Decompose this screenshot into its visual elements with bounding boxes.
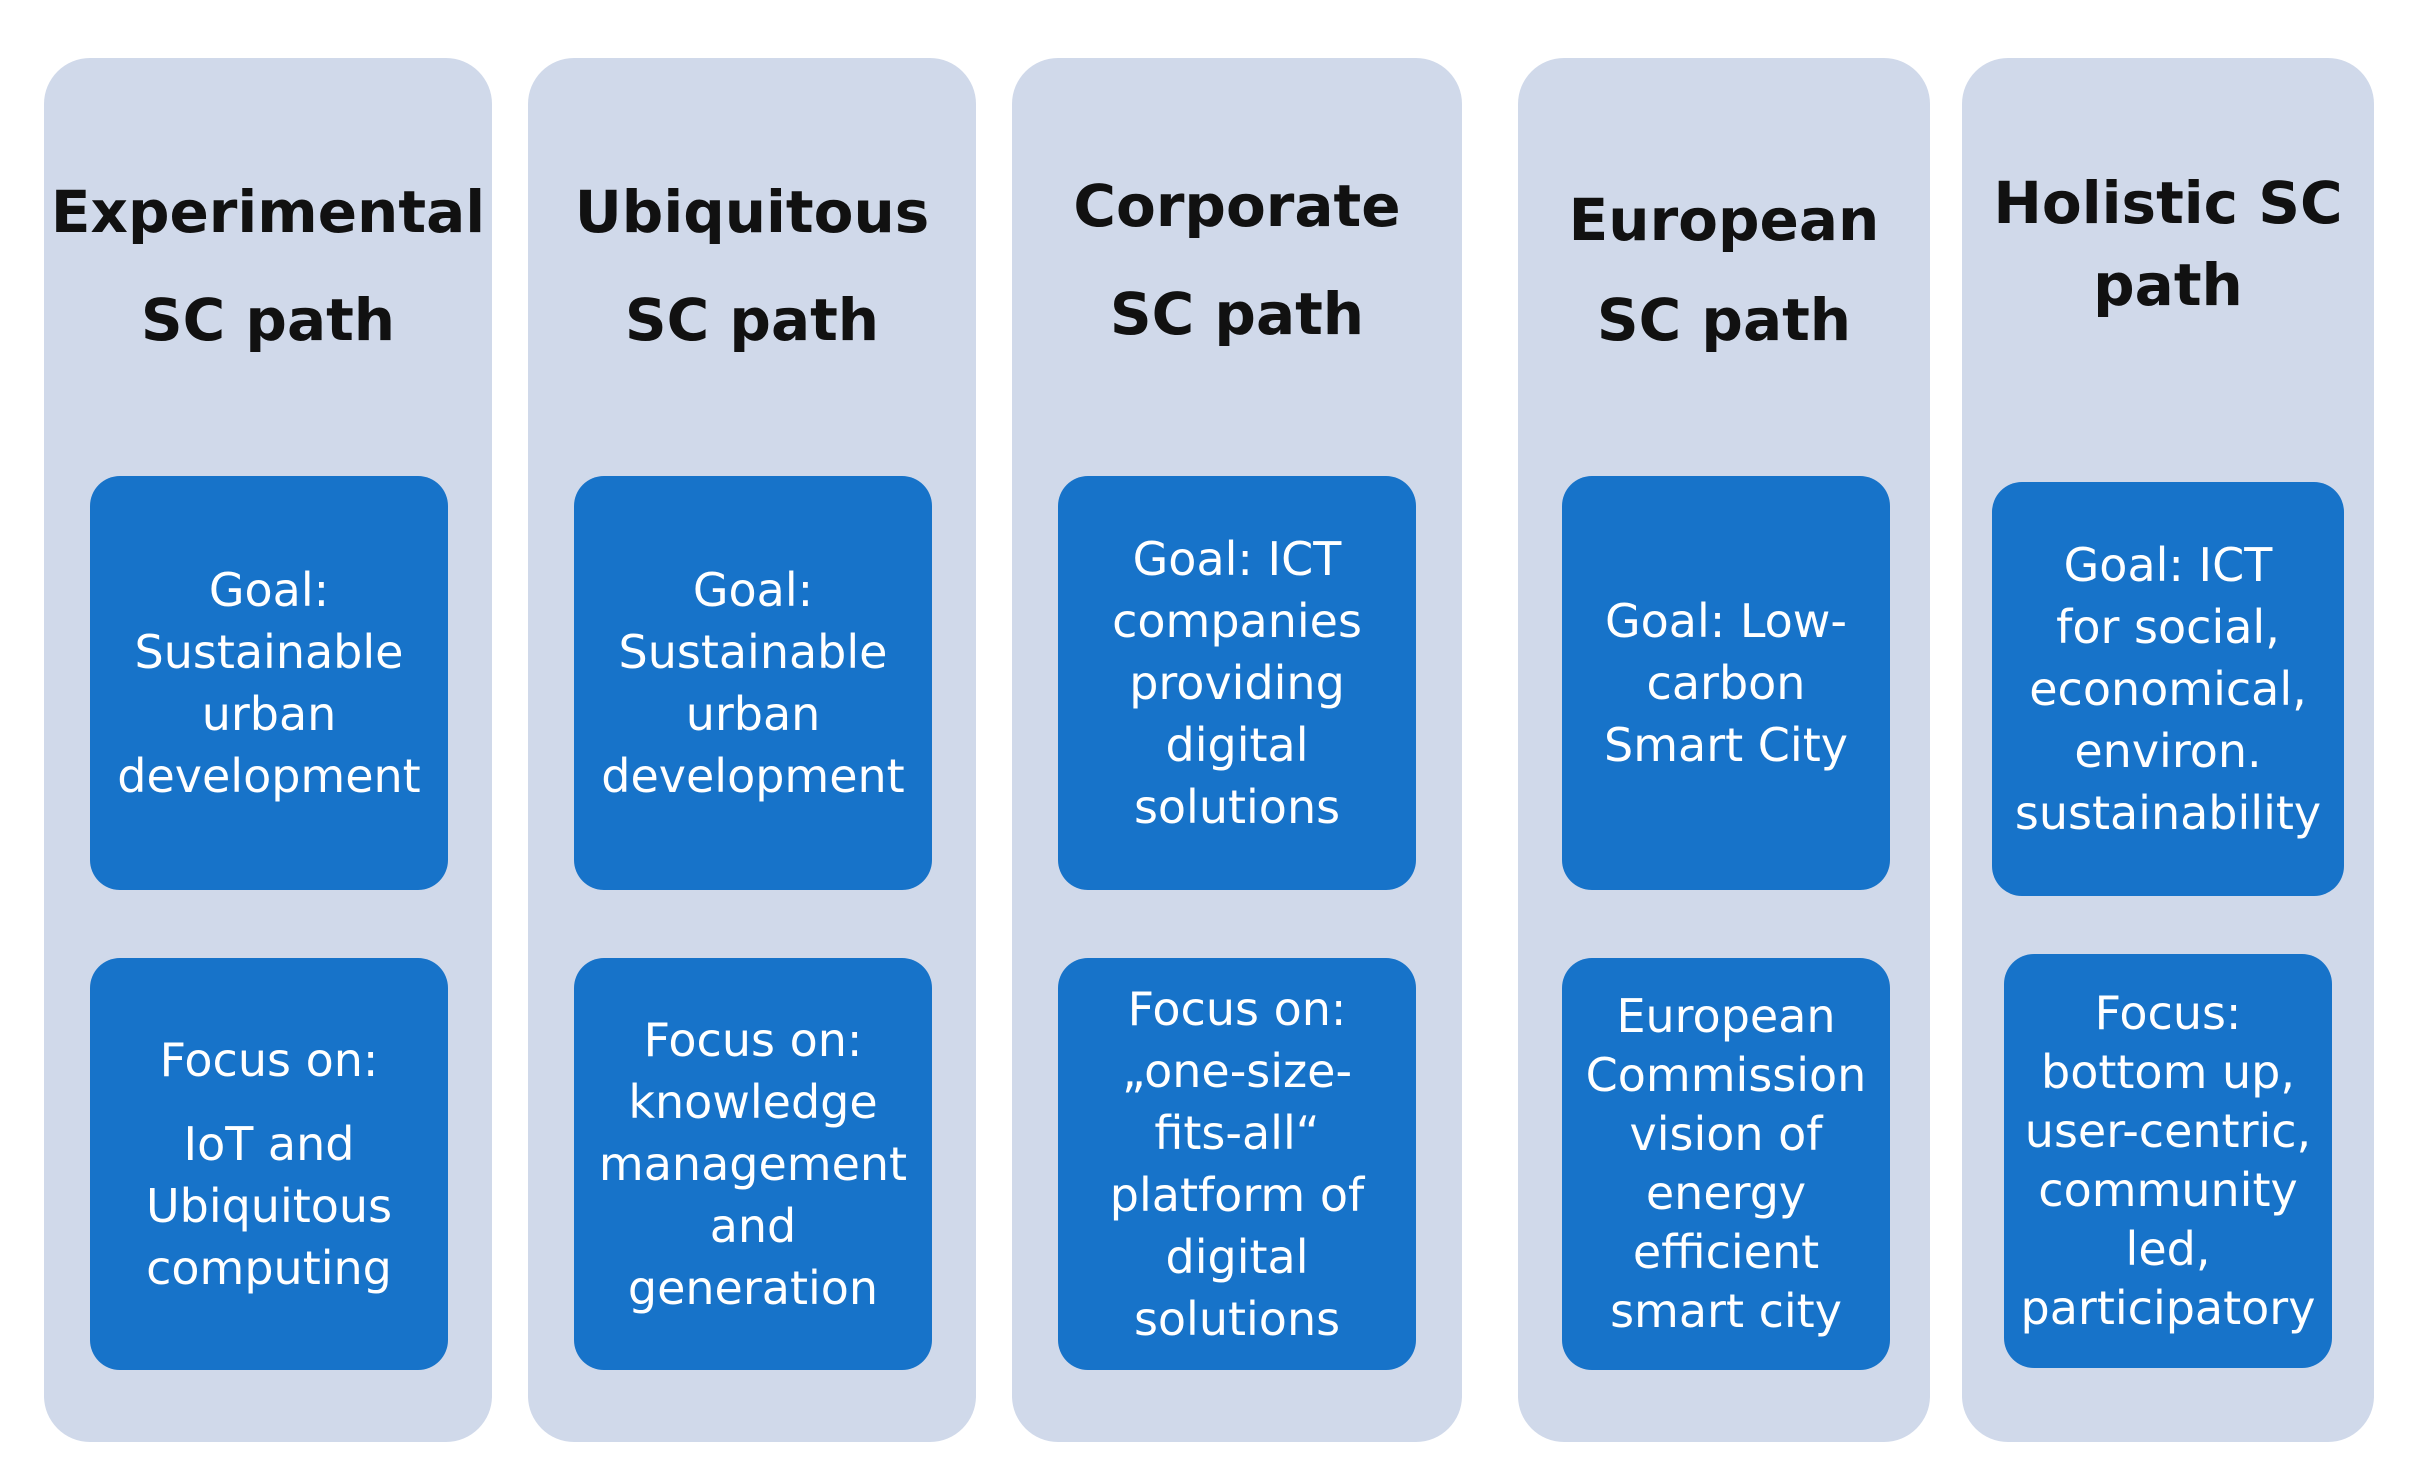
goal-line: Goal: ICT <box>2063 538 2273 592</box>
focus-line: management <box>598 1137 908 1191</box>
goal-line: carbon <box>1646 656 1806 710</box>
goal-card: Goal: Sustainable urban development <box>90 476 448 890</box>
focus-line: energy <box>1645 1166 1807 1220</box>
title-line: SC path <box>1596 286 1852 354</box>
column-title: Experimental SC path <box>44 158 492 374</box>
focus-line: knowledge <box>628 1075 878 1129</box>
goal-line: Goal: Low- <box>1604 594 1848 648</box>
focus-line: computing <box>146 1241 392 1295</box>
goal-line: development <box>117 749 421 803</box>
column-corporate: Corporate SC path Goal: ICT companies pr… <box>1012 58 1462 1442</box>
column-european: European SC path Goal: Low- carbon Smart… <box>1518 58 1930 1442</box>
focus-line: fits-all“ <box>1154 1106 1320 1160</box>
column-title: Corporate SC path <box>1012 152 1462 368</box>
title-line: Experimental <box>50 178 486 246</box>
focus-line: platform of <box>1109 1168 1365 1222</box>
goal-card: Goal: ICT companies providing digital so… <box>1058 476 1416 890</box>
goal-line: Smart City <box>1604 718 1848 772</box>
focus-line: digital <box>1165 1230 1309 1284</box>
title-line: European <box>1568 186 1880 254</box>
goal-line: Sustainable <box>618 625 888 679</box>
focus-card: European Commission vision of energy eff… <box>1562 958 1890 1370</box>
focus-line: Focus: <box>2094 986 2242 1040</box>
focus-line: community <box>2038 1163 2298 1217</box>
title-line: Corporate <box>1073 172 1401 240</box>
focus-line: vision of <box>1629 1107 1823 1161</box>
column-ubiquitous: Ubiquitous SC path Goal: Sustainable urb… <box>528 58 976 1442</box>
goal-line: solutions <box>1133 780 1341 834</box>
goal-line: development <box>601 749 905 803</box>
title-line: SC path <box>624 286 880 354</box>
goal-line: for social, <box>2056 600 2280 654</box>
goal-card: Goal: Low- carbon Smart City <box>1562 476 1890 890</box>
goal-card: Goal: Sustainable urban development <box>574 476 932 890</box>
goal-line: sustainability <box>2014 786 2322 840</box>
focus-line: IoT and <box>183 1117 355 1171</box>
goal-line: digital <box>1165 718 1309 772</box>
goal-line: environ. <box>2074 724 2262 778</box>
focus-line: smart city <box>1610 1284 1842 1338</box>
column-holistic: Holistic SC path Goal: ICT for social, e… <box>1962 58 2374 1442</box>
title-line: SC path <box>140 286 396 354</box>
focus-line: Focus on: <box>159 1033 379 1087</box>
title-line: SC path <box>1109 280 1365 348</box>
goal-line: urban <box>685 687 821 741</box>
goal-line: economical, <box>2029 662 2307 716</box>
title-line: path <box>2093 251 2243 319</box>
focus-line: Focus on: <box>643 1013 863 1067</box>
focus-line: bottom up, <box>2041 1045 2295 1099</box>
focus-line: participatory <box>2020 1281 2316 1335</box>
focus-line: generation <box>627 1261 879 1315</box>
focus-card: Focus: bottom up, user-centric, communit… <box>2004 954 2332 1368</box>
goal-line: Goal: <box>692 563 814 617</box>
focus-line: solutions <box>1133 1292 1341 1346</box>
title-line: Ubiquitous <box>574 178 930 246</box>
focus-line: led, <box>2125 1222 2211 1276</box>
focus-line: efficient <box>1632 1225 1820 1279</box>
goal-line: Goal: <box>208 563 330 617</box>
goal-line: Sustainable <box>134 625 404 679</box>
goal-line: companies <box>1112 594 1362 648</box>
focus-card: Focus on: knowledge management and gener… <box>574 958 932 1370</box>
column-experimental: Experimental SC path Goal: Sustainable u… <box>44 58 492 1442</box>
goal-card: Goal: ICT for social, economical, enviro… <box>1992 482 2344 896</box>
focus-card: Focus on: IoT and Ubiquitous computing <box>90 958 448 1370</box>
goal-line: Goal: ICT <box>1132 532 1342 586</box>
goal-line: providing <box>1129 656 1345 710</box>
focus-line: and <box>709 1199 797 1253</box>
goal-line: urban <box>201 687 337 741</box>
focus-line: Focus on: <box>1127 982 1347 1036</box>
focus-line: Commission <box>1585 1048 1867 1102</box>
focus-line: „one-size- <box>1121 1044 1353 1098</box>
focus-line: user-centric, <box>2024 1104 2312 1158</box>
focus-card: Focus on: „one-size- fits-all“ platform … <box>1058 958 1416 1370</box>
focus-line: European <box>1616 989 1836 1043</box>
column-title: European SC path <box>1518 170 1930 370</box>
title-line: Holistic SC <box>1993 169 2343 237</box>
column-title: Ubiquitous SC path <box>528 158 976 374</box>
focus-line: Ubiquitous <box>145 1179 393 1233</box>
column-title: Holistic SC path <box>1962 162 2374 326</box>
